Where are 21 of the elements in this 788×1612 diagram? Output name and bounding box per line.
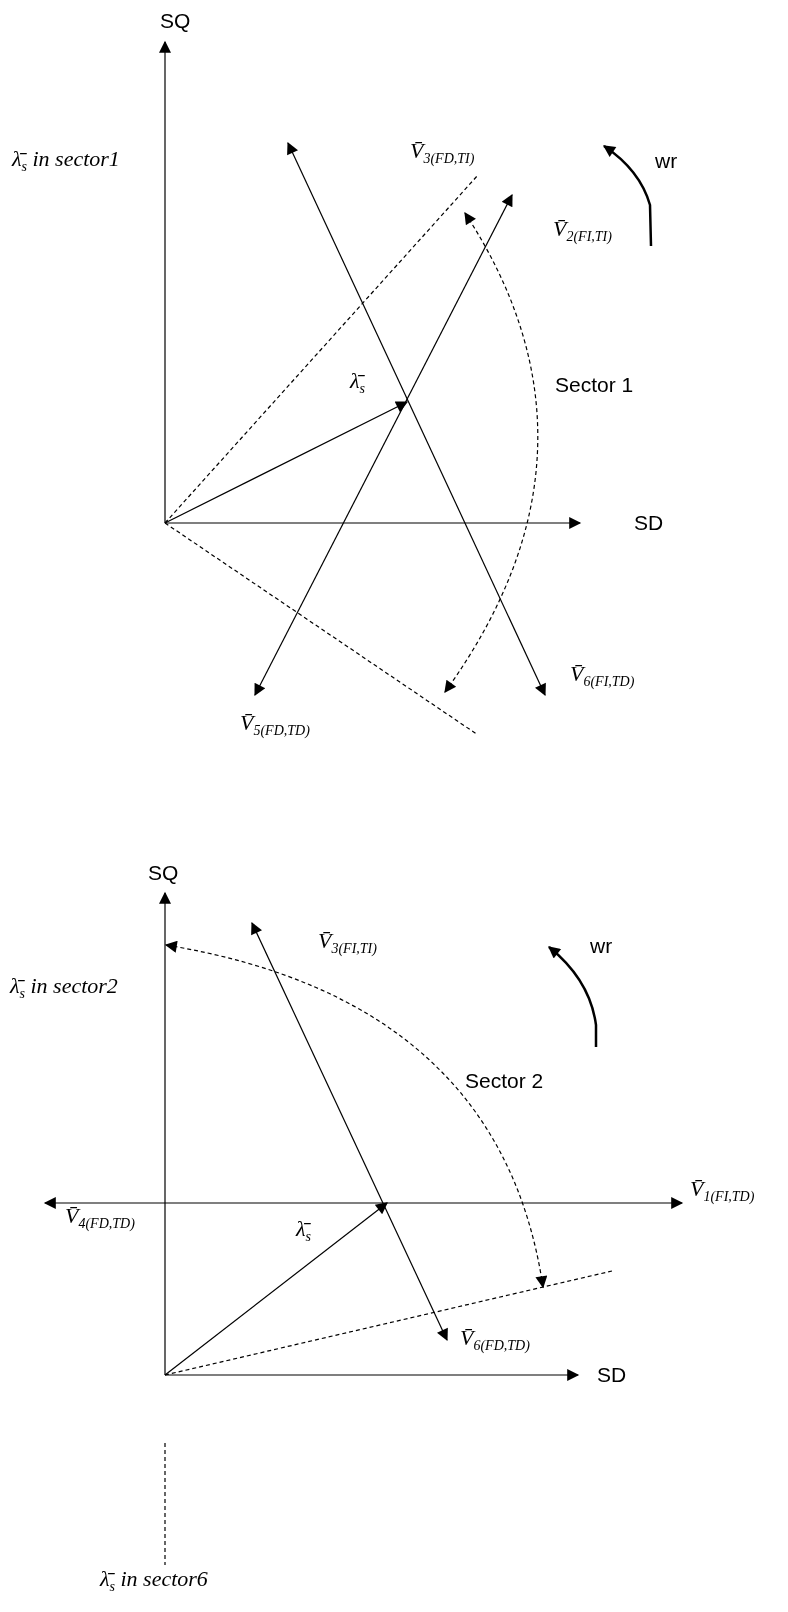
axis-label: SQ	[148, 862, 179, 883]
vector-label: λ̄$_{s}$	[350, 370, 365, 397]
sector-label: Sector 1	[555, 374, 634, 395]
vector-label: V̄$_{3(FD,TI)}$	[410, 140, 475, 167]
sector-label: Sector 2	[465, 1070, 544, 1091]
vector-label: V̄$_{5(FD,TD)}$	[240, 712, 310, 739]
axis-label: SD	[634, 512, 664, 533]
vector-label: V̄$_{1(FI,TD)}$	[690, 1178, 755, 1205]
vector-label: V̄$_{2(FI,TI)}$	[553, 218, 612, 245]
axis-label: SD	[597, 1364, 627, 1385]
vector-label: V̄$_{3(FI,TI)}$	[318, 930, 377, 957]
rotation-label: wr	[590, 935, 613, 956]
vector-label: λ̄$_{s}$ in sector2	[10, 975, 118, 1002]
axis-label: SQ	[160, 10, 191, 31]
vector-label: λ̄$_{s}$ in sector6	[100, 1568, 208, 1595]
vector-label: V̄$_{4(FD,TD)}$	[65, 1205, 135, 1232]
vector-label: λ̄$_{s}$ in sector1	[12, 148, 120, 175]
vector-label: V̄$_{6(FI,TD)}$	[570, 663, 635, 690]
vector-label: V̄$_{6(FD,TD)}$	[460, 1327, 530, 1354]
rotation-label: wr	[655, 150, 678, 171]
vector-label: λ̄$_{s}$	[296, 1218, 311, 1245]
